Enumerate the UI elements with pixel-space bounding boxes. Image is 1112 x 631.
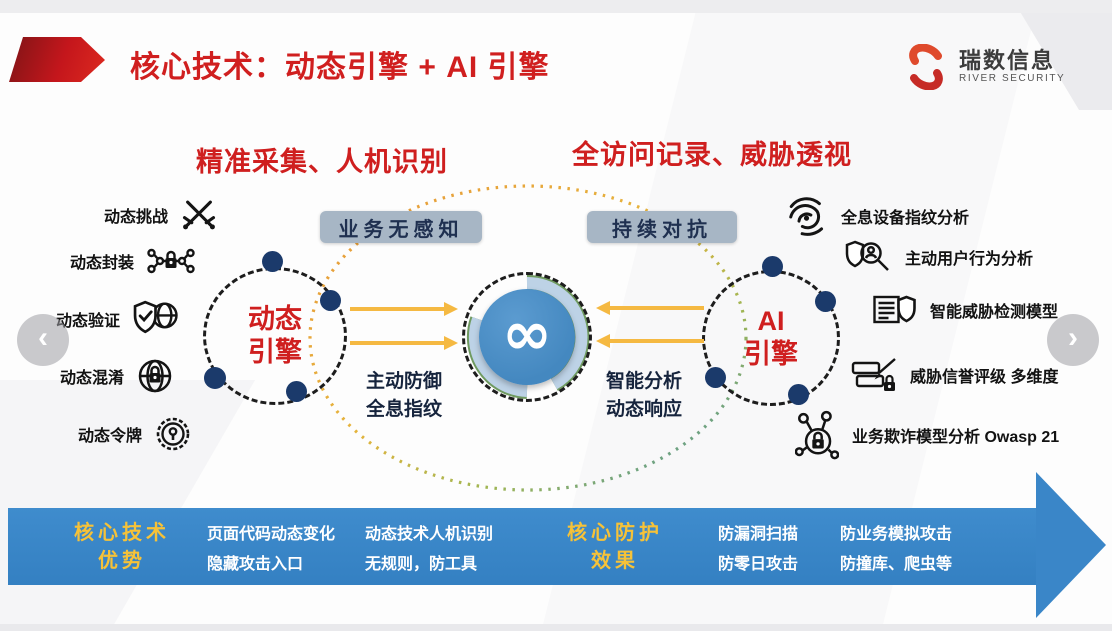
engine-node	[320, 290, 341, 311]
bottom-banner-arrowhead	[1036, 472, 1106, 618]
user-behavior-analysis-icon	[845, 240, 889, 271]
next-slide-button[interactable]: ›	[1047, 314, 1099, 366]
flow-arrow-right	[350, 302, 458, 316]
capability-row: 全息设备指纹分析	[786, 194, 969, 238]
ai-engine-line2: 引擎	[744, 339, 798, 369]
banner-effect-title-line1: 核心防护	[567, 522, 663, 544]
capability-row: 业务欺诈模型分析 Owasp 21	[795, 410, 1059, 460]
banner-effect-title-line2: 效果	[591, 550, 639, 572]
chevron-left-icon: ‹	[38, 321, 48, 354]
capability-label: 动态验证	[56, 312, 121, 330]
globe-lock-icon	[138, 359, 172, 393]
flow-arrow-left	[596, 334, 704, 348]
capability-label: 动态挑战	[104, 208, 169, 226]
capability-row: 威胁信誉评级 多维度	[851, 356, 1058, 393]
banner-advantage-title: 核心技术 优势	[52, 519, 192, 575]
hub-logo-circle: ∞	[479, 289, 575, 385]
banner-item: 隐藏攻击入口	[207, 556, 304, 573]
flow-arrow-left	[596, 301, 704, 315]
capability-row: 动态混淆	[60, 358, 173, 394]
banner-column: 页面代码动态变化 隐藏攻击入口	[207, 520, 335, 580]
title-arrow-decoration	[9, 37, 105, 82]
banner-item: 防撞库、爬虫等	[840, 556, 953, 573]
badge-continuous-confrontation: 持续对抗	[587, 211, 737, 243]
company-logo: 瑞数信息 RIVER SECURITY	[903, 44, 1065, 90]
banner-item: 页面代码动态变化	[207, 526, 336, 543]
shield-check-globe-icon	[133, 300, 178, 334]
threat-detection-model-icon	[873, 295, 916, 324]
fingerprint-icon	[789, 197, 824, 236]
chevron-right-icon: ›	[1068, 321, 1078, 354]
ai-engine-circle: AI 引擎	[702, 270, 840, 406]
ai-engine-line1: AI	[757, 306, 785, 336]
flow-text-right-line1: 智能分析	[606, 371, 683, 392]
logo-tagline: RIVER SECURITY	[959, 73, 1066, 84]
banner-advantage-title-line1: 核心技术	[74, 522, 170, 544]
fraud-network-icon	[795, 410, 839, 460]
flow-arrow-right	[350, 336, 458, 350]
engine-node	[705, 367, 726, 388]
banner-item: 防漏洞扫描	[718, 526, 799, 543]
logo-company-name: 瑞数信息	[959, 48, 1056, 73]
crossed-swords-icon	[182, 200, 216, 230]
page-title: 核心技术：动态引擎 + AI 引擎	[130, 51, 550, 84]
badge-business-transparent: 业务无感知	[320, 211, 482, 243]
flow-text-left-line1: 主动防御	[366, 371, 443, 392]
engine-node	[762, 256, 783, 277]
capability-row: 智能威胁检测模型	[872, 294, 1058, 326]
capability-label: 威胁信誉评级 多维度	[910, 368, 1059, 386]
capability-label: 主动用户行为分析	[905, 251, 1034, 268]
capability-row: 主动用户行为分析	[845, 240, 1033, 274]
banner-advantage-title-line2: 优势	[98, 550, 146, 572]
heading-right: 全访问记录、威胁透视	[572, 140, 852, 170]
capability-label: 动态混淆	[60, 370, 125, 387]
capability-row: 动态验证	[56, 300, 178, 337]
flow-text-left: 主动防御 全息指纹	[366, 368, 442, 424]
banner-item: 防业务模拟攻击	[840, 526, 953, 543]
capability-row: 动态令牌	[78, 416, 191, 452]
banner-column: 防漏洞扫描 防零日攻击	[718, 520, 798, 580]
engine-node	[815, 291, 836, 312]
capability-label: 智能威胁检测模型	[930, 304, 1059, 321]
heading-left: 精准采集、人机识别	[196, 147, 448, 177]
banner-item: 防零日攻击	[718, 556, 799, 573]
flow-text-right-line2: 动态响应	[606, 399, 683, 420]
core-hub: ∞	[462, 272, 592, 402]
network-lock-icon	[147, 248, 195, 274]
engine-node	[286, 381, 307, 402]
banner-item: 动态技术人机识别	[365, 526, 494, 543]
banner-effect-title: 核心防护 效果	[545, 519, 685, 575]
infinity-symbol: ∞	[502, 299, 552, 369]
badge-lock-icon	[156, 417, 190, 451]
banner-column: 防业务模拟攻击 防撞库、爬虫等	[840, 520, 952, 580]
capability-label: 业务欺诈模型分析 Owasp 21	[852, 429, 1060, 446]
capability-label: 全息设备指纹分析	[841, 210, 970, 227]
reputation-rating-icon	[851, 358, 896, 391]
engine-node	[788, 384, 809, 405]
capability-row: 动态封装	[70, 246, 195, 276]
bottom-strip	[0, 624, 1112, 631]
engine-node	[204, 367, 226, 389]
dynamic-engine-line1: 动态	[248, 304, 302, 334]
capability-label: 动态令牌	[78, 428, 143, 445]
engine-node	[262, 251, 283, 272]
dynamic-engine-line2: 引擎	[248, 337, 302, 367]
capability-label: 动态封装	[70, 255, 135, 272]
bottom-banner	[8, 508, 1036, 585]
river-security-logo-icon	[909, 44, 943, 90]
capability-row: 动态挑战	[104, 199, 217, 230]
dynamic-engine-circle: 动态 引擎	[203, 267, 347, 405]
banner-item: 无规则，防工具	[365, 556, 478, 573]
top-strip	[0, 0, 1112, 13]
prev-slide-button[interactable]: ‹	[17, 314, 69, 366]
flow-text-left-line2: 全息指纹	[366, 399, 443, 420]
banner-column: 动态技术人机识别 无规则，防工具	[365, 520, 493, 580]
hub-dashed-ring	[462, 272, 592, 402]
flow-text-right: 智能分析 动态响应	[606, 368, 682, 424]
